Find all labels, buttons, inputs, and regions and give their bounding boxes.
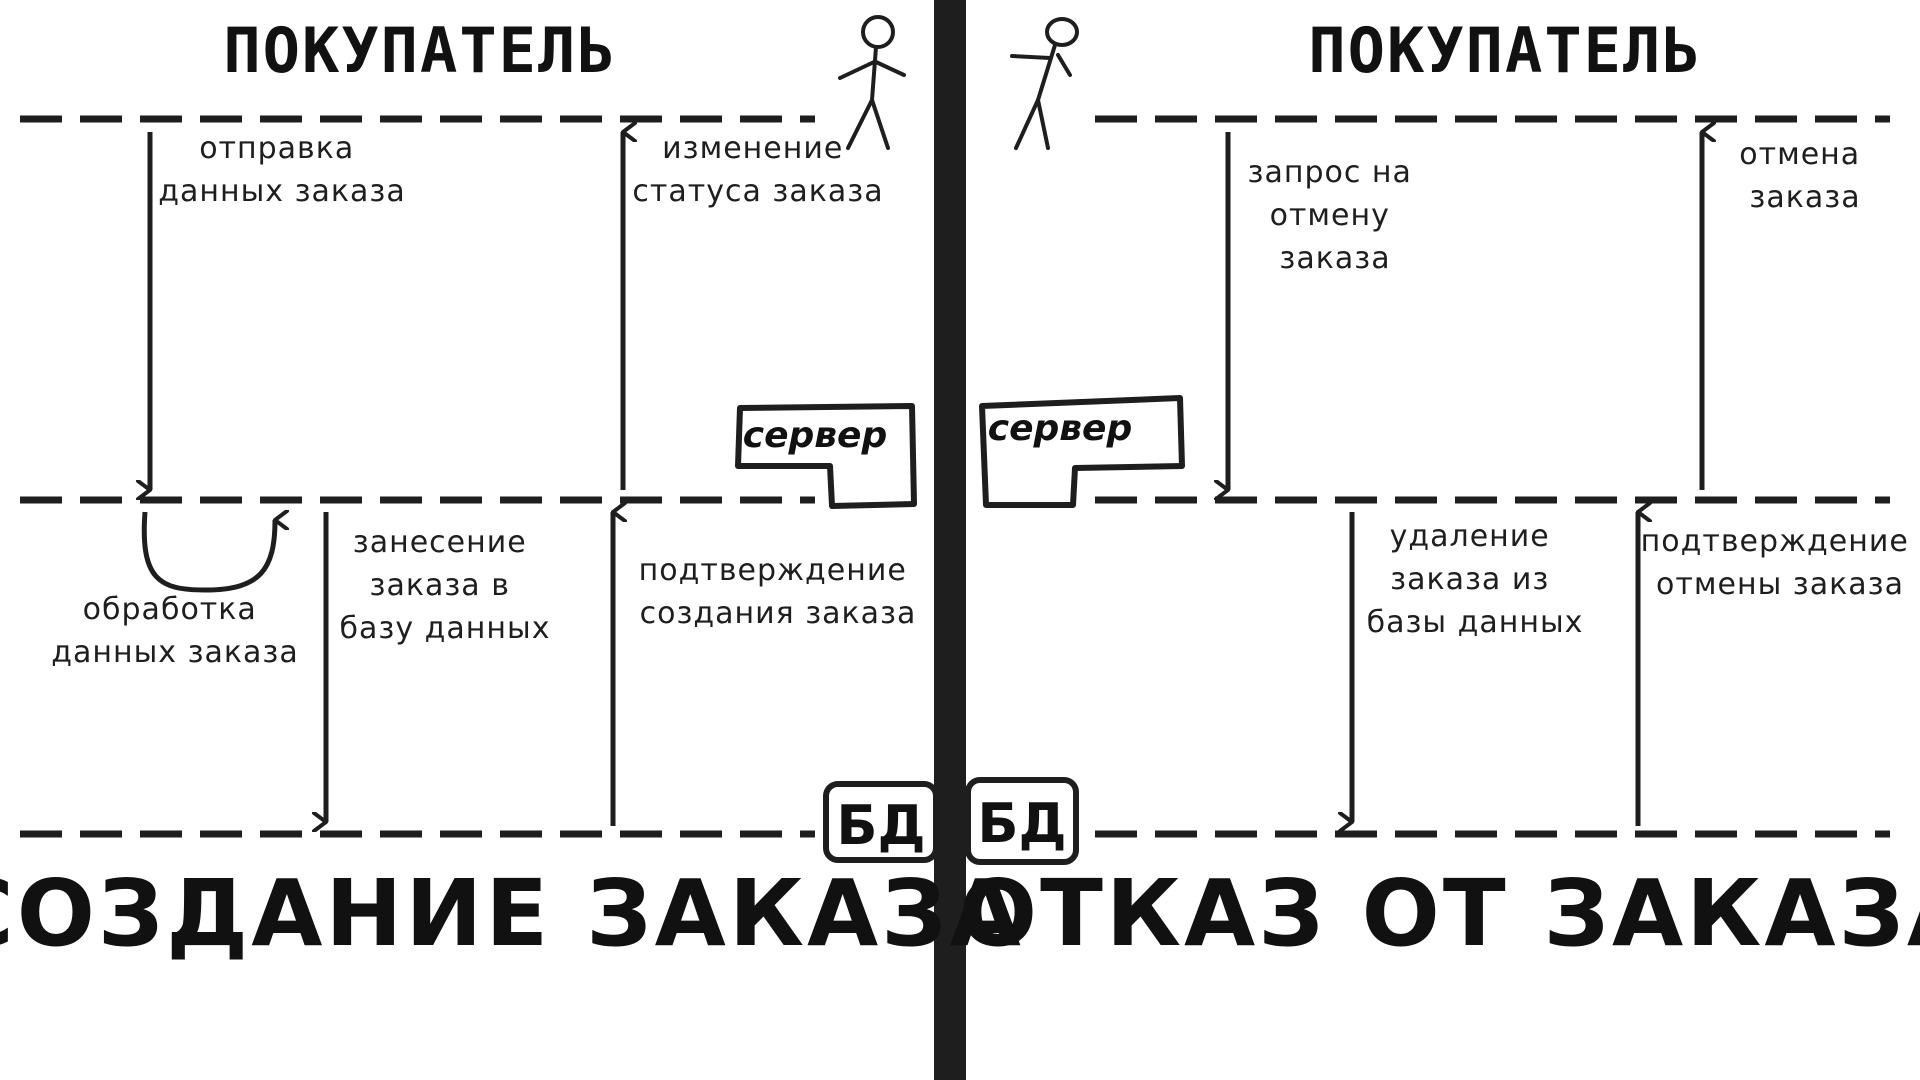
left-arrow-process-loop bbox=[141, 512, 275, 593]
left-db-label: БД bbox=[836, 794, 925, 857]
left-label-status-change: изменение статуса заказа bbox=[632, 131, 883, 209]
right-label-delete-db: удаление заказа из базы данных bbox=[1367, 519, 1584, 640]
left-server-label: сервер bbox=[743, 415, 888, 456]
right-label-cancel-order: отмена заказа bbox=[1739, 137, 1870, 215]
right-label-cancel-request: запрос на отмену заказа bbox=[1248, 155, 1423, 276]
right-server-box: сервер bbox=[979, 395, 1185, 508]
left-label-process-order-data: обработка данных заказа bbox=[51, 592, 299, 670]
left-panel: ПОКУПАТЕЛЬ сервер БД bbox=[0, 14, 1024, 967]
right-server-label: сервер bbox=[988, 408, 1133, 449]
left-db-box: БД bbox=[823, 781, 939, 863]
panel-divider bbox=[934, 0, 966, 1080]
right-buyer-stick-figure-icon bbox=[1010, 17, 1079, 150]
right-db-box: БД bbox=[965, 777, 1079, 865]
left-server-box: сервер bbox=[735, 403, 917, 509]
right-diagram-title: ОТКАЗ ОТ ЗАКАЗА bbox=[959, 860, 1920, 967]
left-diagram-title: СОЗДАНИЕ ЗАКАЗА bbox=[0, 860, 1024, 967]
left-actor-heading: ПОКУПАТЕЛЬ bbox=[223, 14, 616, 87]
right-actor-heading: ПОКУПАТЕЛЬ bbox=[1308, 14, 1701, 87]
left-label-insert-db: занесение заказа в базу данных bbox=[340, 525, 551, 646]
left-label-confirm-create: подтверждение создания заказа bbox=[639, 553, 918, 631]
left-label-send-order-data: отправка данных заказа bbox=[158, 131, 406, 209]
right-panel: ПОКУПАТЕЛЬ сервер БД bbox=[959, 14, 1920, 967]
right-db-label: БД bbox=[977, 792, 1066, 855]
right-label-confirm-cancel: подтверждение отмены заказа bbox=[1641, 524, 1920, 602]
left-buyer-stick-figure-icon bbox=[838, 15, 906, 150]
